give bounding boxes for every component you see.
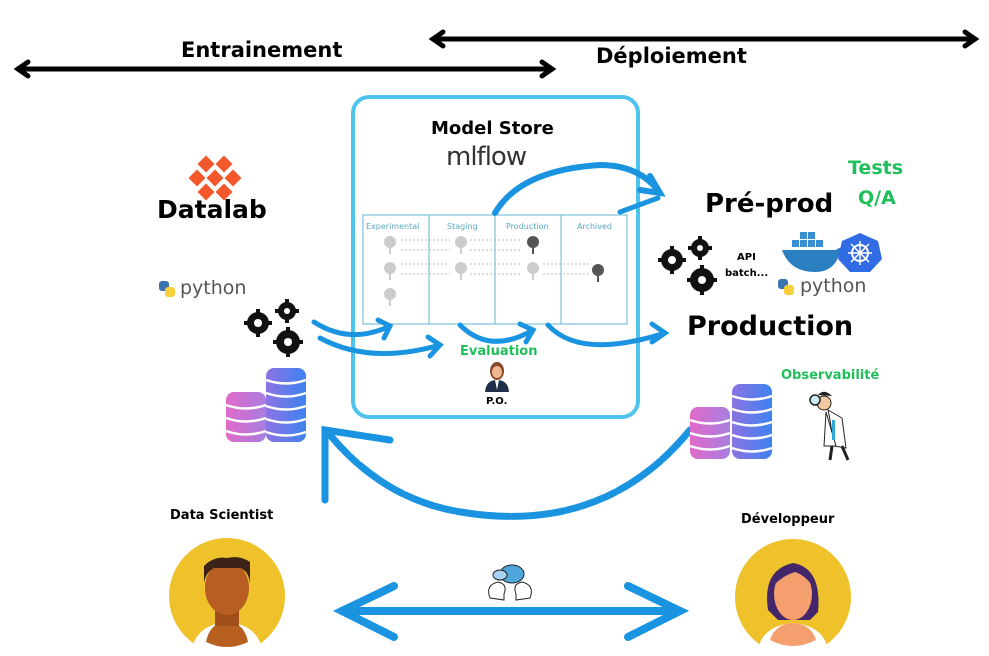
- arrow-production-to-prod: [545, 322, 668, 348]
- kubernetes-icon: [838, 233, 882, 272]
- communication-arrow: [332, 582, 690, 641]
- api-label: API: [737, 252, 756, 263]
- python-logo-icon-right: [778, 279, 794, 295]
- stage-staging: Staging: [447, 222, 478, 231]
- developer-avatar: [735, 539, 851, 656]
- flow-arrows: [311, 161, 670, 359]
- feedback-arrow: [321, 425, 694, 520]
- model-icons: [384, 236, 604, 306]
- model-store-title: Model Store: [431, 118, 554, 139]
- docker-icon: [782, 232, 848, 272]
- arrow-to-preprod: [492, 161, 663, 216]
- python-label-right: python: [800, 275, 867, 297]
- datalab-logo-icon: [188, 155, 242, 201]
- developer-label: Développeur: [741, 512, 835, 527]
- deployment-phase-label: Déploiement: [596, 44, 747, 68]
- gears-icon-left: [244, 299, 303, 357]
- stage-archived: Archived: [577, 222, 613, 231]
- product-owner-icon: [485, 362, 509, 392]
- mlflow-logo: mlflow: [446, 142, 527, 172]
- data-scientist-avatar: [169, 538, 285, 656]
- python-logo-icon-left: [159, 281, 175, 297]
- stage-production: Production: [506, 222, 549, 231]
- python-label-left: python: [180, 277, 247, 299]
- qa-label: Q/A: [858, 187, 896, 209]
- preprod-label: Pré-prod: [705, 189, 834, 219]
- arrow-staging-to-production: [457, 322, 536, 344]
- gears-icon-right: [658, 236, 717, 295]
- database-icon-left: [225, 368, 307, 442]
- training-phase-label: Entrainement: [181, 38, 343, 62]
- arrow-to-staging: [317, 335, 443, 357]
- database-icon-right: [689, 384, 773, 459]
- conversation-icon: [488, 564, 532, 601]
- batch-label: batch...: [725, 268, 769, 279]
- data-scientist-label: Data Scientist: [170, 508, 274, 523]
- po-label: P.O.: [486, 396, 508, 407]
- tests-label: Tests: [848, 157, 904, 179]
- observability-scientist-icon: [809, 391, 850, 461]
- arrow-staging-to-preprod: [617, 195, 661, 215]
- datalab-label: Datalab: [157, 195, 267, 224]
- stage-experimental: Experimental: [366, 222, 420, 231]
- training-phase-arrow: [13, 59, 557, 79]
- deployment-phase-arrow: [428, 29, 980, 49]
- production-label: Production: [687, 311, 854, 342]
- stage-connectors: [401, 239, 590, 275]
- arrow-to-experimental: [311, 319, 393, 337]
- evaluation-label: Evaluation: [460, 344, 538, 359]
- observability-label: Observabilité: [781, 368, 880, 383]
